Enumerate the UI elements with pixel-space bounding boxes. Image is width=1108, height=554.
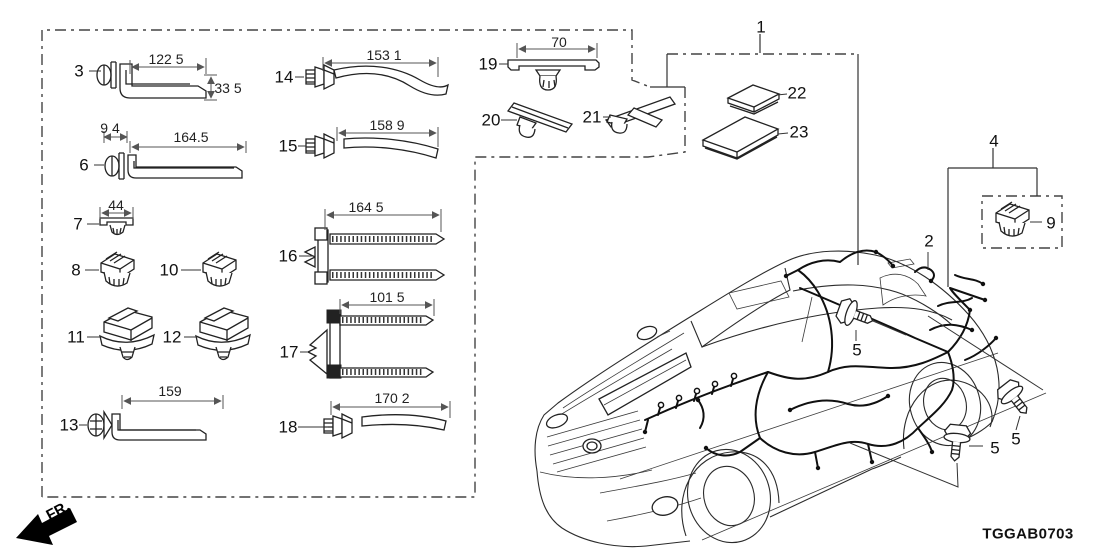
dim-part6-offset: 9 4	[100, 120, 120, 136]
dim-part13-length: 159	[158, 383, 182, 399]
part-22-icon	[726, 84, 781, 115]
callout-6[interactable]: 6	[79, 155, 89, 175]
callout-8[interactable]: 8	[71, 260, 81, 280]
part-10-icon	[202, 251, 237, 287]
part-13-icon	[87, 409, 207, 441]
callout-4[interactable]: 4	[989, 131, 999, 151]
panel-boundaries	[41, 29, 1063, 498]
part-3-icon	[96, 61, 207, 99]
callout-14[interactable]: 14	[274, 67, 294, 87]
dim-part6-length: 164.5	[173, 129, 209, 145]
callout-2[interactable]: 2	[924, 231, 934, 251]
dimension-lines	[99, 43, 598, 418]
dim-part19-width: 70	[551, 34, 567, 50]
part-6-icon	[104, 152, 243, 180]
callout-5-c[interactable]: 5	[990, 438, 1000, 458]
part-23-icon	[701, 116, 780, 160]
bolt-5-icon-c	[941, 423, 972, 463]
part-20-icon	[506, 102, 574, 138]
callout-17[interactable]: 17	[279, 342, 299, 362]
vehicle-outline	[534, 250, 1047, 548]
part-12-icon	[195, 307, 251, 361]
dim-part16-length: 164 5	[348, 199, 384, 215]
dim-part18-length: 170 2	[374, 390, 410, 406]
callout-3[interactable]: 3	[74, 61, 84, 81]
callout-21[interactable]: 21	[582, 107, 602, 127]
front-direction-arrow	[16, 508, 77, 545]
leader-lines	[79, 63, 1044, 488]
callout-13[interactable]: 13	[59, 415, 79, 435]
bolt-5-icon-b	[993, 376, 1038, 422]
callout-5-a[interactable]: 5	[852, 340, 862, 360]
callout-20[interactable]: 20	[481, 110, 501, 130]
part-17-icon	[306, 309, 435, 379]
dim-part15-length: 158 9	[369, 117, 405, 133]
dim-part3-width: 122 5	[148, 51, 184, 67]
part-11-icon	[99, 307, 155, 361]
callout-11[interactable]: 11	[67, 327, 85, 347]
callout-16[interactable]: 16	[278, 246, 298, 266]
part-15-icon	[305, 133, 439, 159]
dim-part17-length: 101 5	[369, 289, 405, 305]
dim-part7-width: 44	[108, 197, 124, 213]
callout-22[interactable]: 22	[787, 83, 807, 103]
part-16-icon	[303, 227, 446, 285]
callout-12[interactable]: 12	[162, 327, 182, 347]
callout-18[interactable]: 18	[278, 417, 298, 437]
dim-part14-length: 153 1	[366, 47, 402, 63]
part-21-icon	[604, 96, 677, 134]
part-9-icon	[995, 201, 1030, 237]
callout-1[interactable]: 1	[756, 17, 766, 37]
part-7-icon	[99, 217, 134, 236]
callout-7[interactable]: 7	[73, 214, 83, 234]
callout-19[interactable]: 19	[478, 54, 498, 74]
callout-10[interactable]: 10	[159, 260, 179, 280]
part-19-icon	[507, 59, 600, 91]
dim-part3-height: 33 5	[214, 80, 242, 96]
callout-5-b[interactable]: 5	[1011, 429, 1021, 449]
part-18-icon	[323, 413, 447, 439]
part-8-icon	[100, 251, 135, 287]
callout-23[interactable]: 23	[789, 122, 809, 142]
part-14-icon	[305, 64, 449, 96]
callout-15[interactable]: 15	[278, 136, 298, 156]
callout-9[interactable]: 9	[1046, 213, 1056, 233]
diagram-code: TGGAB0703	[982, 525, 1074, 543]
bolt-5-icon-a	[833, 295, 878, 334]
